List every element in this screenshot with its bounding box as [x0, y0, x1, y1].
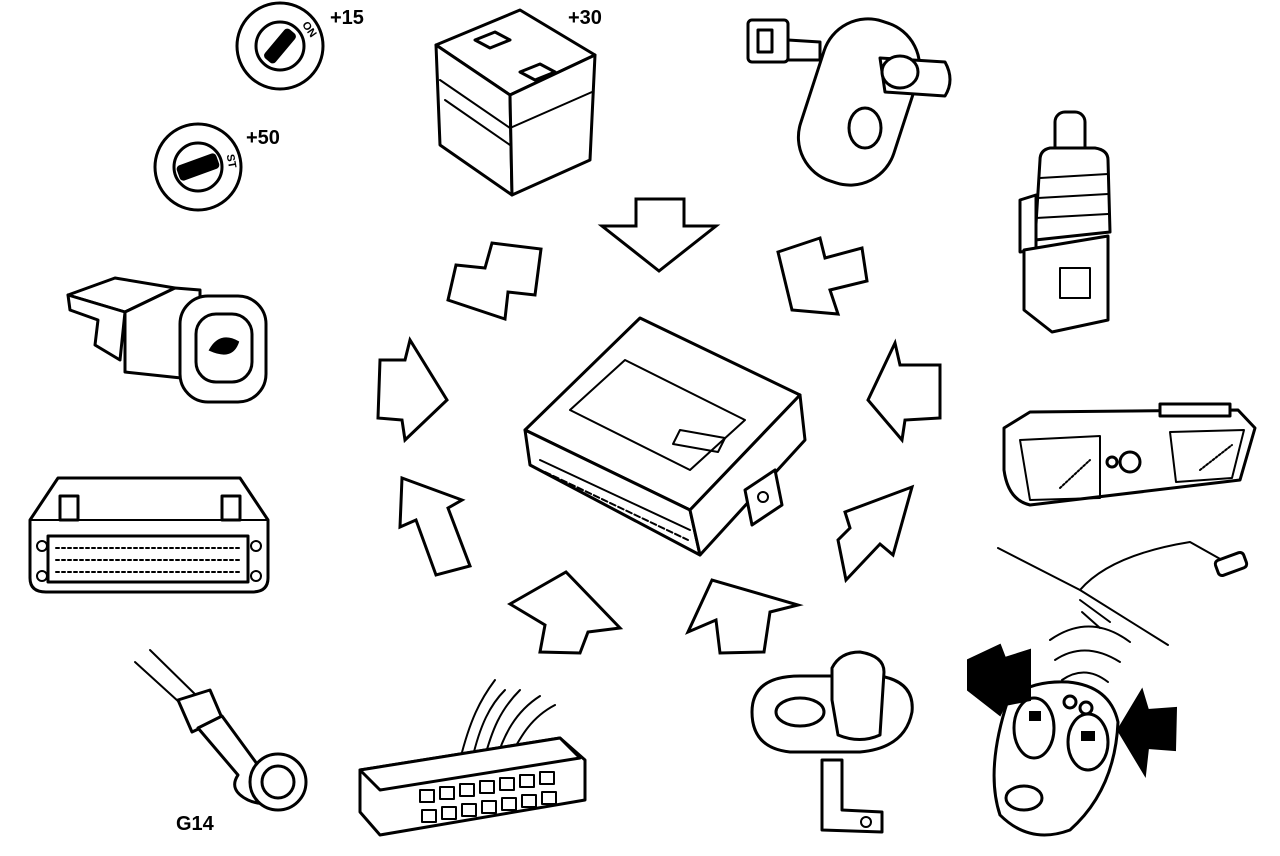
arrow-bottom-right	[836, 484, 915, 584]
ignition-switch-start: ST +50	[153, 122, 280, 212]
siren-unit	[66, 276, 268, 404]
arrow-left	[376, 336, 449, 444]
label-plus-50: +50	[246, 127, 280, 149]
control-unit	[523, 316, 807, 557]
arrow-top-right	[776, 236, 869, 316]
arrow-top-left	[446, 241, 543, 322]
arrow-bottom-left	[398, 475, 472, 577]
input-arrows	[376, 197, 942, 655]
battery: +30	[434, 7, 602, 197]
arrow-bottom-center-left	[507, 570, 624, 655]
press-arrow-left	[967, 643, 1031, 717]
label-plus-15: +15	[330, 7, 364, 29]
label-plus-30: +30	[568, 7, 602, 29]
ignition-switch-on: ON +15	[235, 1, 364, 91]
tilt-sensor	[1018, 110, 1112, 334]
engine-ecu	[28, 476, 270, 594]
diagnostic-connector	[358, 679, 587, 837]
press-arrow-right	[1116, 687, 1178, 779]
bonnet-switch	[750, 650, 914, 834]
label-g14: G14	[176, 813, 215, 835]
receiver-antenna	[997, 541, 1249, 646]
arrow-right	[866, 338, 942, 444]
arrow-top	[597, 197, 721, 273]
arrow-bottom-center-right	[685, 578, 804, 655]
interior-light	[1002, 402, 1257, 507]
door-contact-switch	[746, 17, 952, 187]
ground-point: G14	[134, 649, 308, 835]
switch-st-mark: ST	[224, 153, 238, 169]
remote-key-fob	[967, 625, 1178, 837]
